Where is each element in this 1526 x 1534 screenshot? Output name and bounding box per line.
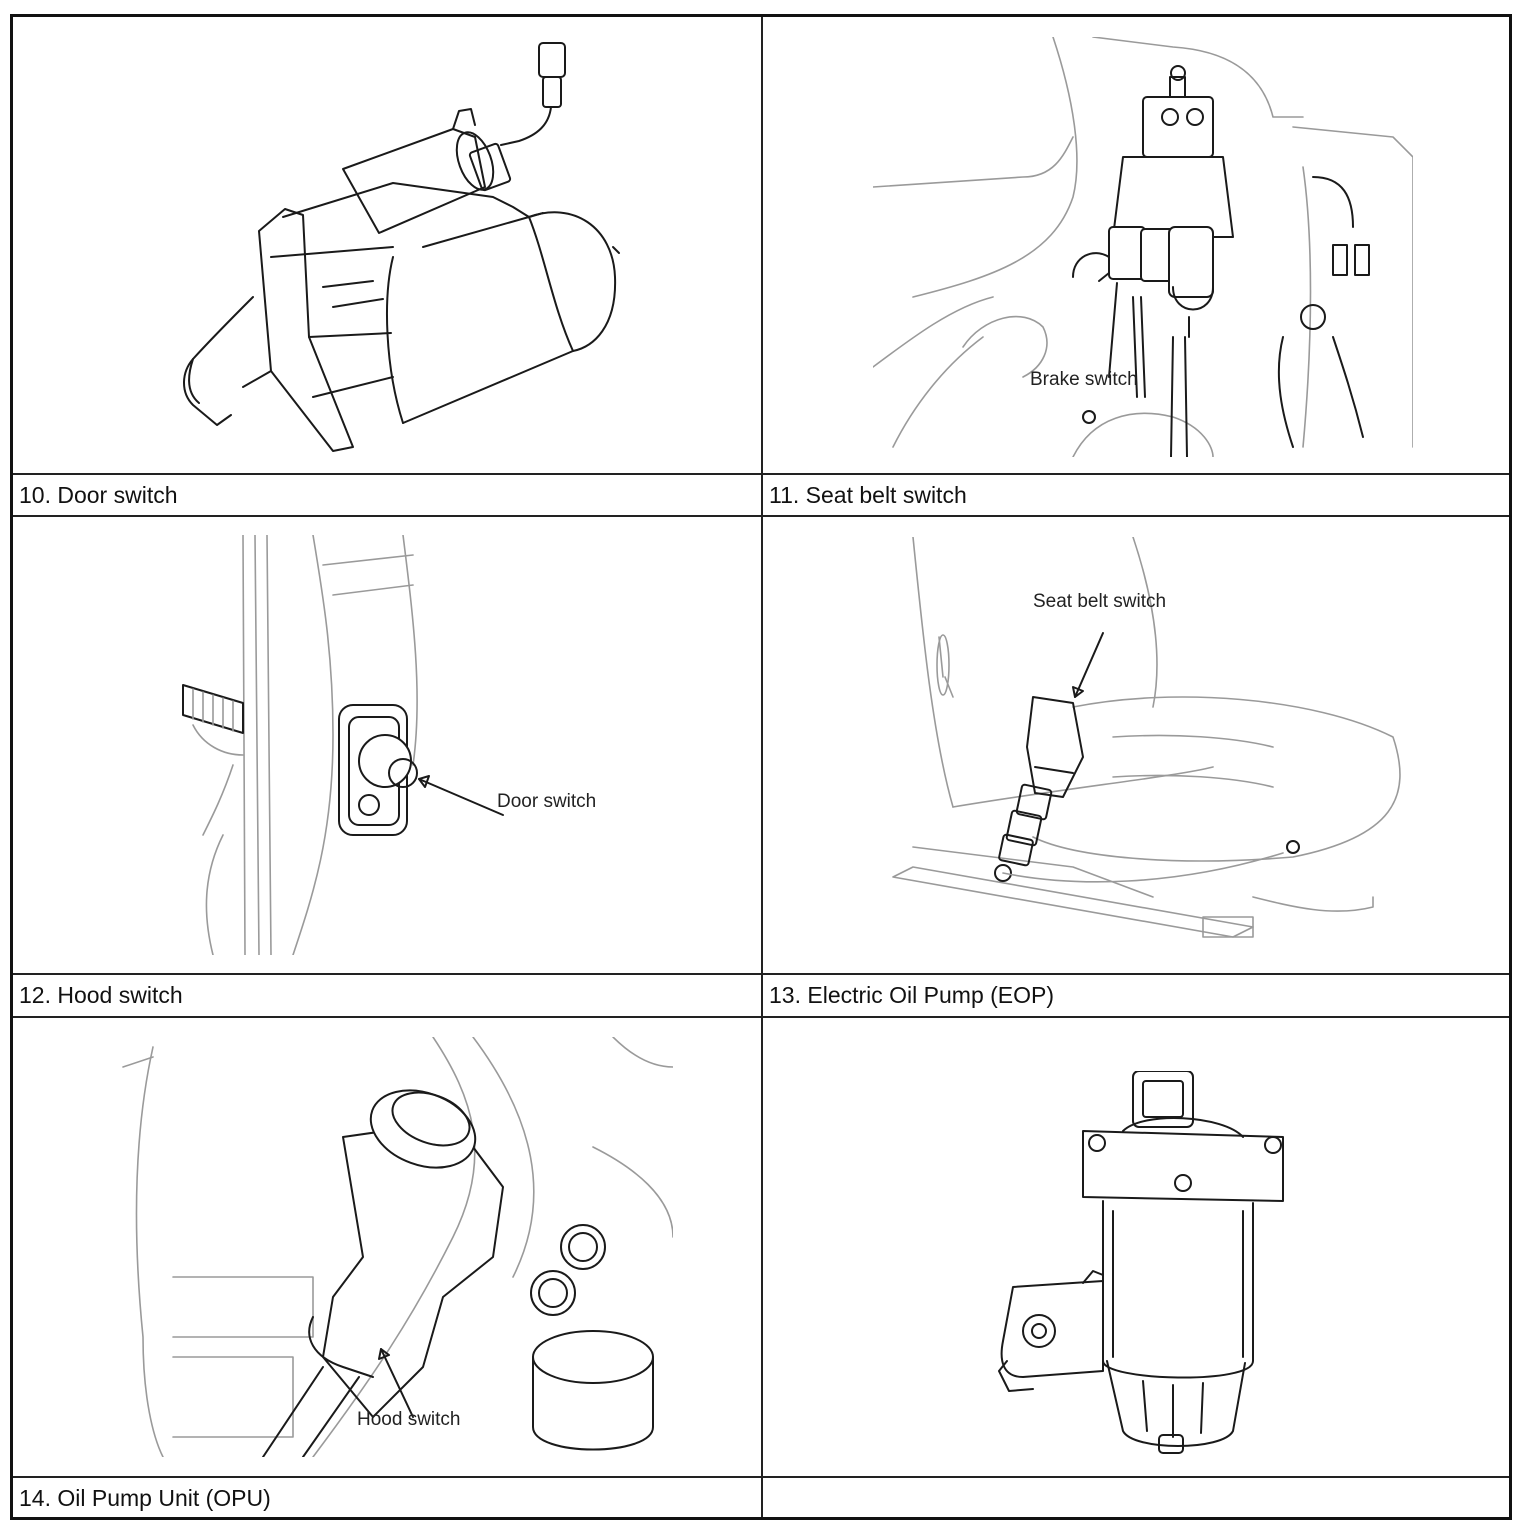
caption-seat-belt-switch: 11. Seat belt switch <box>769 482 967 508</box>
row-divider <box>13 1476 1509 1478</box>
row-divider <box>13 515 1509 517</box>
door-switch-illustration <box>163 535 623 955</box>
hood-switch-callout: Hood switch <box>357 1409 461 1430</box>
door-switch-callout: Door switch <box>497 791 597 812</box>
seat-belt-switch-illustration <box>873 537 1413 957</box>
caption-electric-oil-pump: 13. Electric Oil Pump (EOP) <box>769 982 1055 1008</box>
row-divider <box>13 973 1509 975</box>
starter-motor-illustration <box>153 37 623 457</box>
seat-belt-switch-callout: Seat belt switch <box>1033 591 1167 612</box>
hood-switch-illustration <box>113 1037 673 1457</box>
caption-hood-switch: 12. Hood switch <box>19 982 183 1008</box>
oil-pump-illustration <box>983 1071 1303 1455</box>
column-divider <box>761 17 763 1517</box>
parts-table: Brake switch 10. Door switch 11. Seat be… <box>10 14 1512 1520</box>
brake-switch-illustration <box>873 37 1413 457</box>
caption-oil-pump-unit: 14. Oil Pump Unit (OPU) <box>19 1485 271 1511</box>
row-divider <box>13 473 1509 475</box>
brake-switch-callout: Brake switch <box>1030 369 1138 390</box>
row-divider <box>13 1016 1509 1018</box>
caption-door-switch: 10. Door switch <box>19 482 178 508</box>
